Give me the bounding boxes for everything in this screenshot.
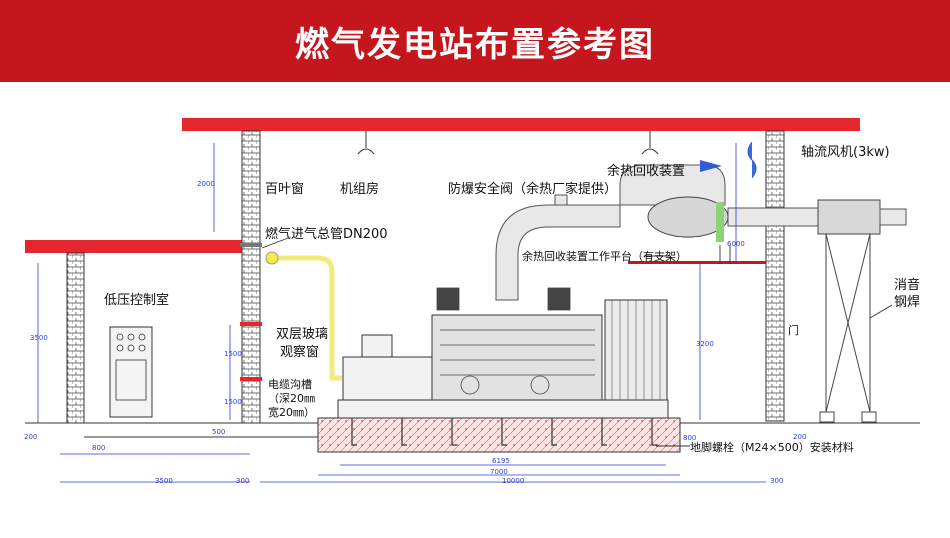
dim-1500a: 1500 — [224, 350, 242, 358]
dim-3200: 3200 — [696, 340, 714, 348]
label-axial-fan: 轴流风机(3kw) — [801, 145, 890, 160]
control-room-roof — [25, 240, 247, 253]
label-heat-recovery: 余热回收装置 — [607, 163, 685, 179]
radiator-fins — [611, 300, 661, 400]
engine-block — [431, 314, 603, 401]
anchor-bolts — [351, 418, 657, 446]
right-main-wall — [765, 130, 785, 422]
airflow-arrow — [700, 160, 722, 172]
platform-support — [719, 245, 731, 264]
alternator-terminal-box — [361, 334, 393, 358]
label-door: 门 — [788, 323, 799, 337]
label-low-voltage-room: 低压控制室 — [104, 292, 169, 308]
label-steel-weld: 钢焊 — [894, 294, 920, 310]
dim-800: 800 — [683, 434, 696, 442]
dim-b300-right: 300 — [770, 477, 783, 485]
exhaust-through-wall — [727, 207, 821, 227]
observation-window-upper — [240, 322, 262, 326]
label-cable-trench: 电缆沟槽 — [268, 378, 312, 391]
dim-b7000: 7000 — [490, 468, 508, 476]
dim-b10000: 10000 — [502, 477, 524, 485]
axial-fan-icon — [747, 141, 757, 179]
main-roof — [182, 118, 860, 131]
engine-detail — [436, 287, 595, 395]
heat-platform — [628, 261, 766, 264]
silencer-stand — [819, 233, 877, 423]
dim-3500: 3500 — [30, 334, 48, 342]
louver-window — [240, 243, 262, 247]
label-louver-window: 百叶窗 — [265, 181, 304, 197]
leader-gas-pipe — [261, 237, 289, 249]
genset-base — [337, 399, 669, 419]
heat-recovery-inlet-green — [716, 202, 724, 242]
silencer-body — [817, 199, 881, 235]
observation-window-lower — [240, 377, 262, 381]
label-double-glass: 双层玻璃 — [276, 327, 328, 342]
dim-6000: 6000 — [727, 240, 745, 248]
dim-b3500: 3500 — [155, 477, 173, 485]
dim-200-right: 200 — [793, 433, 806, 441]
label-gas-main-pipe: 燃气进气总管DN200 — [265, 226, 388, 242]
explosion-valve — [554, 194, 568, 206]
control-cabinet — [109, 326, 153, 418]
label-genset-room: 机组房 — [340, 181, 379, 197]
ceiling-light-left — [357, 131, 375, 155]
label-observation-window: 观察窗 — [280, 344, 319, 360]
ceiling-light-right — [641, 131, 659, 155]
label-trench-depth: （深20㎜ — [268, 392, 315, 405]
left-outer-wall — [66, 252, 85, 424]
foundation — [317, 417, 681, 453]
label-anchor-bolt: 地脚螺栓（M24×500）安装材料 — [690, 440, 854, 454]
gas-inlet-node — [265, 251, 279, 265]
cabinet-indicators — [115, 333, 147, 401]
label-explosion-valve: 防爆安全阀（余热厂家提供） — [448, 181, 617, 197]
dim-b300-left: 300 — [236, 477, 249, 485]
exhaust-outlet — [879, 208, 907, 226]
leader-silencer — [869, 304, 893, 319]
dim-500: 500 — [212, 428, 225, 436]
dim-200-left: 200 — [24, 433, 37, 441]
dim-2000: 2000 — [197, 180, 215, 188]
dim-b6195: 6195 — [492, 457, 510, 465]
page-title-banner: 燃气发电站布置参考图 — [0, 0, 950, 82]
dim-b800: 800 — [92, 444, 105, 452]
page-title: 燃气发电站布置参考图 — [295, 24, 655, 65]
gas-inlet-pipe — [272, 255, 342, 381]
label-trench-width: 宽20㎜） — [268, 405, 315, 419]
alternator — [342, 356, 434, 401]
power-station-diagram: 2000 3500 1500 1500 200 500 6000 3200 80… — [24, 118, 920, 485]
dim-1500b: 1500 — [224, 398, 242, 406]
label-silencer: 消音 — [894, 277, 920, 293]
label-heat-platform: 余热回收装置工作平台（有支架） — [522, 249, 687, 263]
